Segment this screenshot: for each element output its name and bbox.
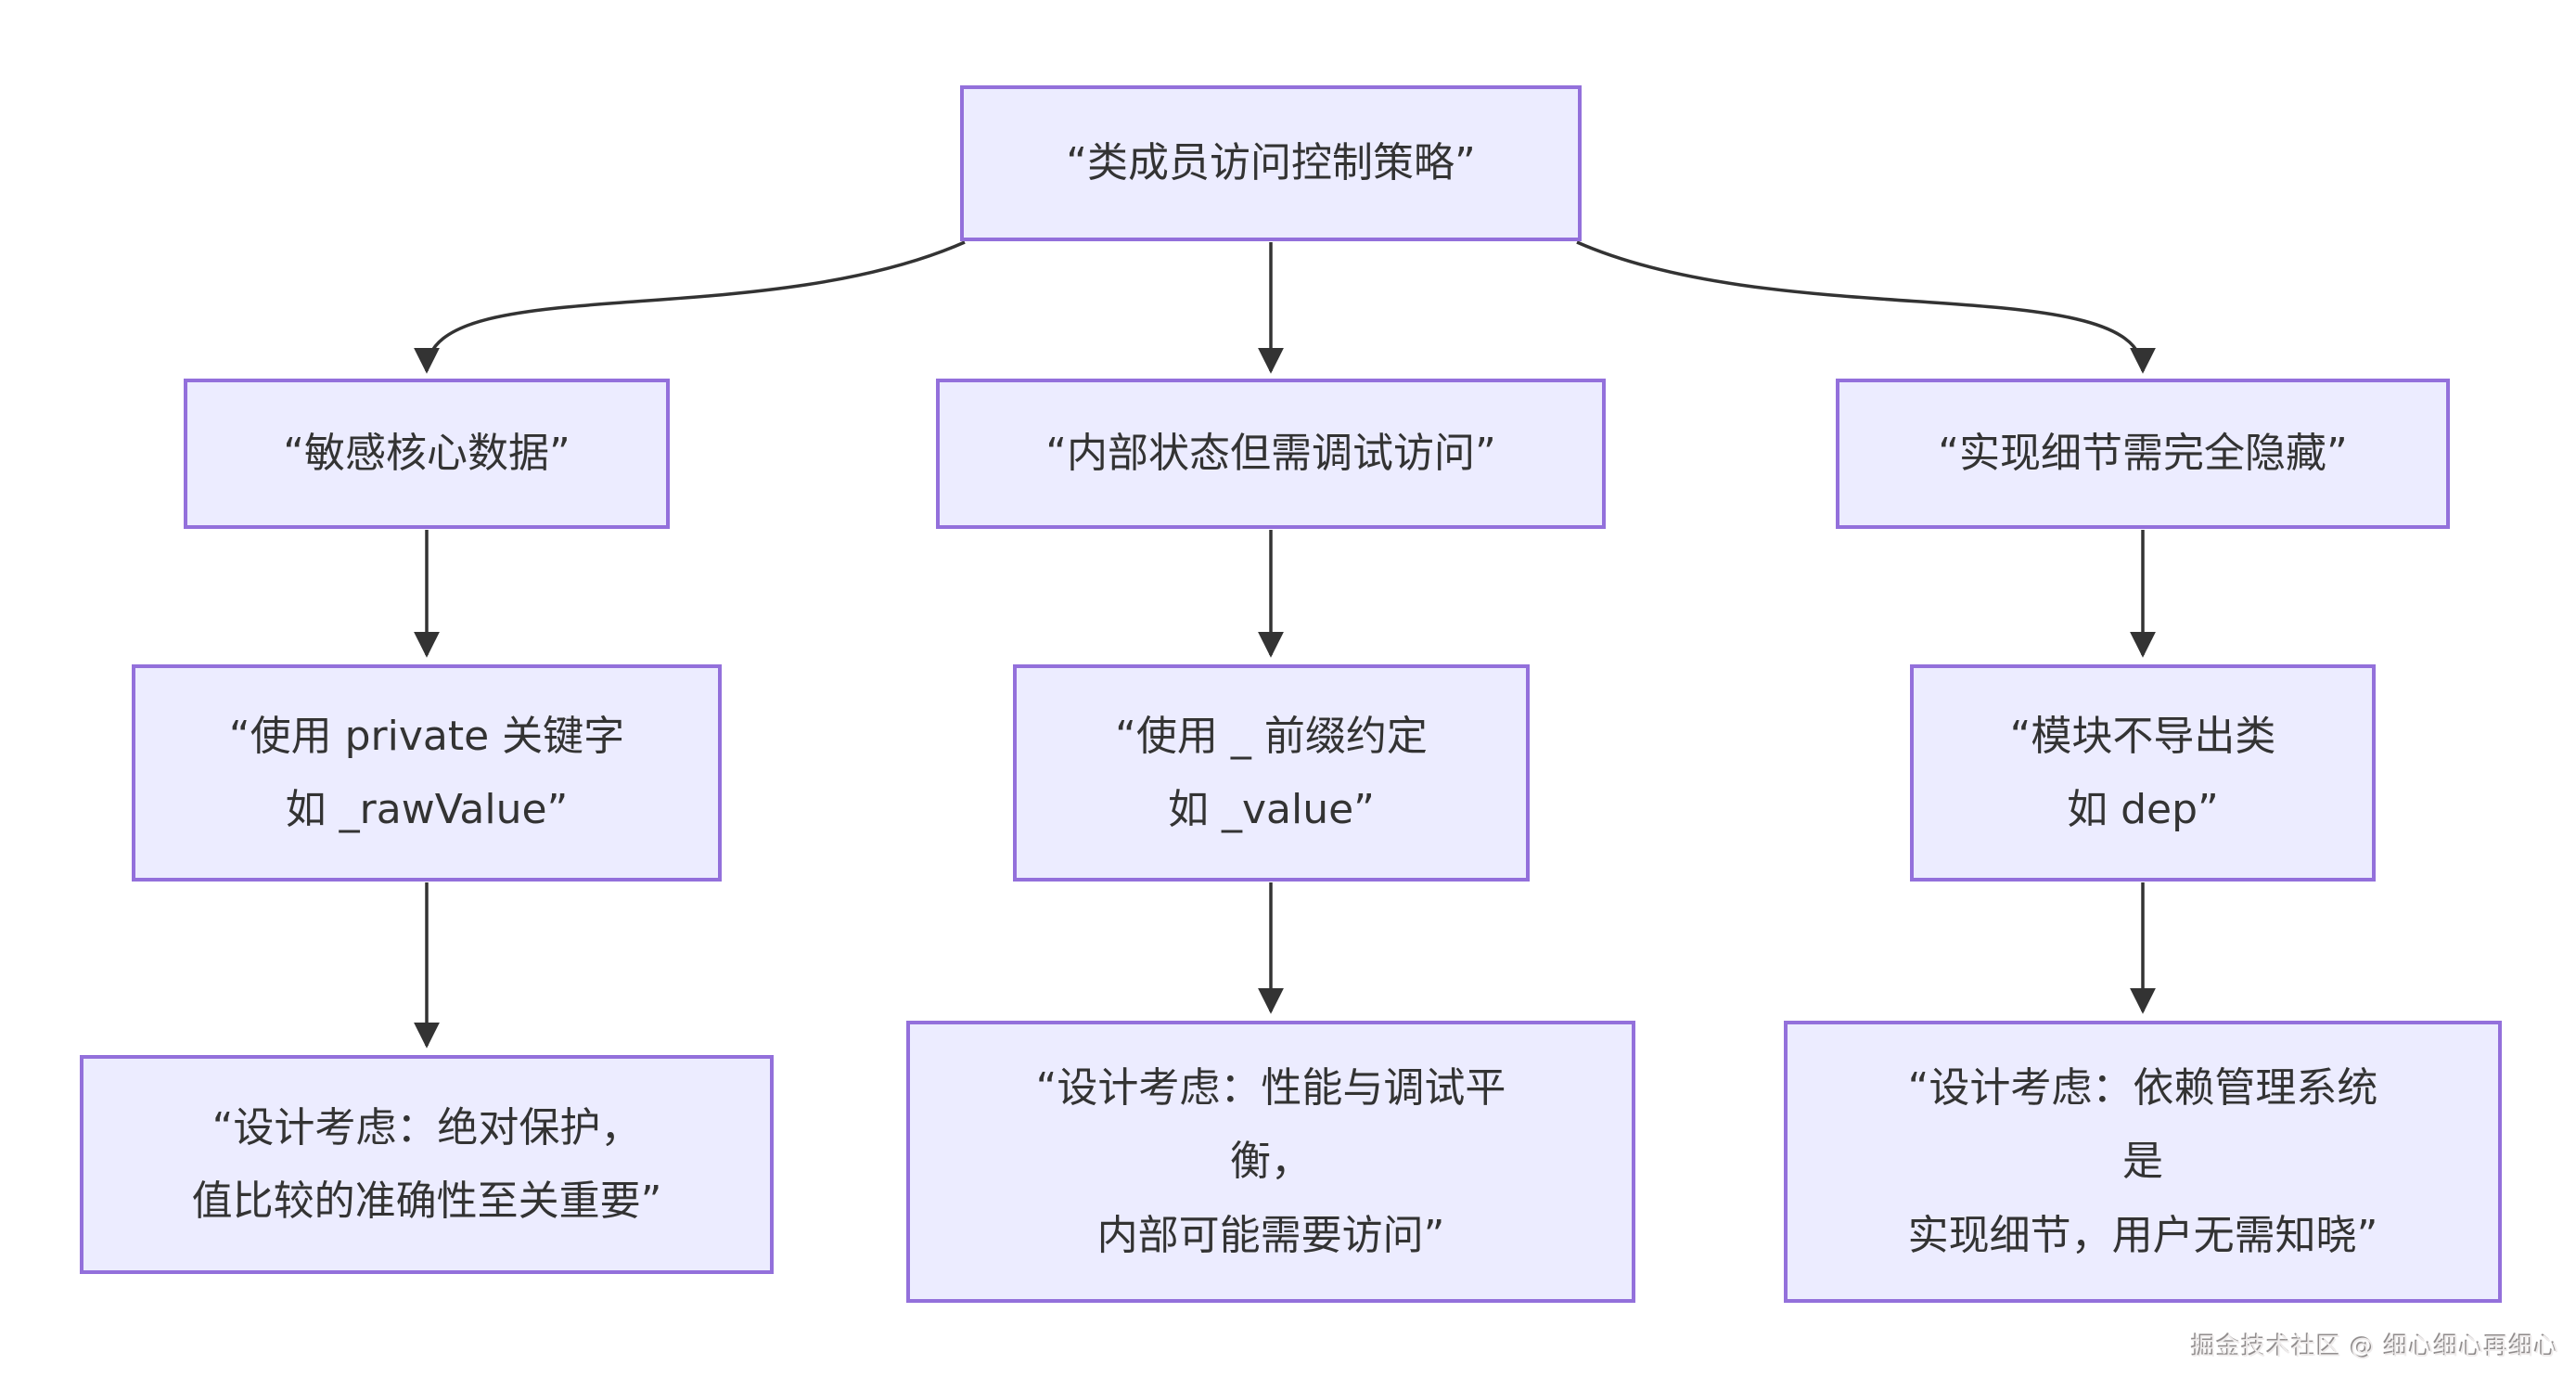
node-consideration-3: “设计考虑：依赖管理系统 是 实现细节，用户无需知晓” — [1784, 1021, 2502, 1303]
node-approach-1-label: “使用 private 关键字 如 _rawValue” — [228, 712, 625, 833]
node-scenario-2: “内部状态但需调试访问” — [936, 379, 1606, 529]
node-root-label: “类成员访问控制策略” — [1066, 139, 1476, 187]
watermark: 掘金技术社区 @ 细心细心再细心 — [2191, 1333, 2559, 1361]
node-approach-3: “模块不导出类 如 dep” — [1910, 664, 2376, 882]
node-root: “类成员访问控制策略” — [960, 85, 1582, 241]
node-scenario-3-label: “实现细节需完全隐藏” — [1938, 430, 2348, 478]
node-approach-3-label: “模块不导出类 如 dep” — [2009, 712, 2276, 833]
node-approach-2: “使用 _ 前缀约定 如 _value” — [1013, 664, 1530, 882]
node-consideration-1: “设计考虑：绝对保护， 值比较的准确性至关重要” — [80, 1055, 774, 1274]
node-consideration-1-label: “设计考虑：绝对保护， 值比较的准确性至关重要” — [191, 1103, 662, 1225]
node-consideration-3-label: “设计考虑：依赖管理系统 是 实现细节，用户无需知晓” — [1907, 1064, 2378, 1259]
edge-root-to-scenario-1 — [414, 240, 966, 374]
node-scenario-3: “实现细节需完全隐藏” — [1836, 379, 2450, 529]
node-approach-2-label: “使用 _ 前缀约定 如 _value” — [1115, 712, 1428, 833]
node-scenario-2-label: “内部状态但需调试访问” — [1045, 430, 1496, 478]
node-consideration-2-label: “设计考虑：性能与调试平 衡， 内部可能需要访问” — [1035, 1064, 1506, 1259]
edge-root-to-scenario-3 — [1576, 240, 2156, 374]
node-scenario-1-label: “敏感核心数据” — [283, 430, 570, 478]
node-consideration-2: “设计考虑：性能与调试平 衡， 内部可能需要访问” — [906, 1021, 1635, 1303]
node-approach-1: “使用 private 关键字 如 _rawValue” — [132, 664, 722, 882]
node-scenario-1: “敏感核心数据” — [184, 379, 670, 529]
